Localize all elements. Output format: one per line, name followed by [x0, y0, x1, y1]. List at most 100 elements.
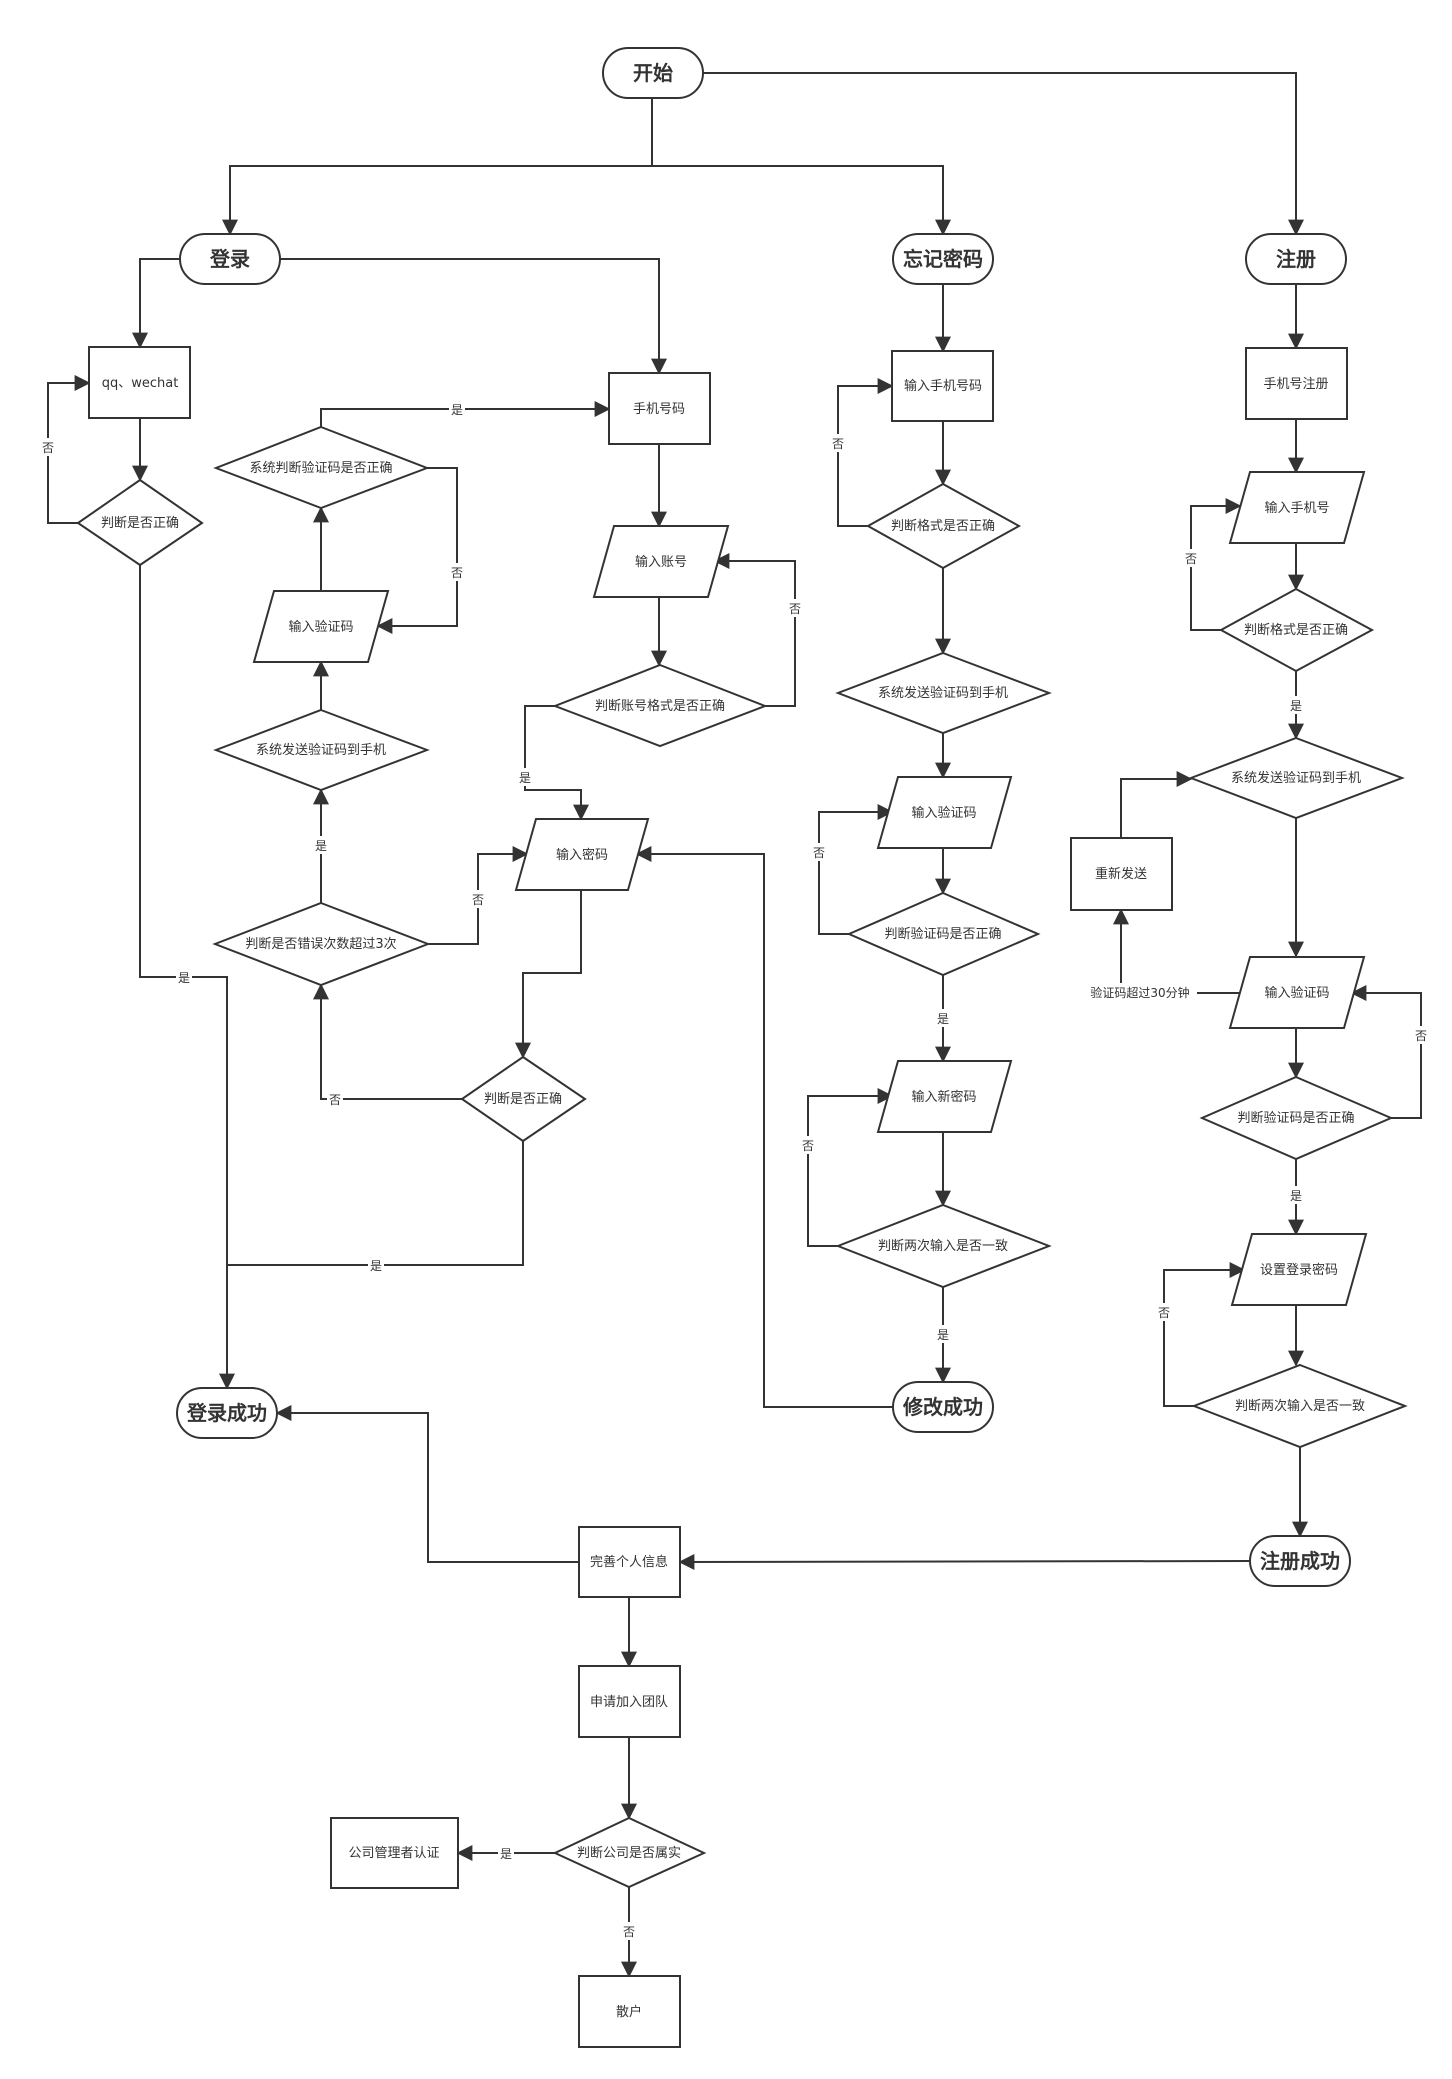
- node-judge-correct-qq: 判断是否正确: [76, 478, 204, 567]
- svg-text:修改成功: 修改成功: [902, 1395, 983, 1419]
- nodes: 开始 登录 忘记密码 注册 登录成功 修改成功 注册成功 qq、w: [76, 47, 1408, 2048]
- edge-judge-account-no: [713, 553, 796, 707]
- node-admin-verify: 公司管理者认证: [330, 1817, 459, 1889]
- node-apply-team: 申请加入团队: [578, 1665, 681, 1738]
- edge-rg-format-no: [1190, 498, 1242, 631]
- svg-text:申请加入团队: 申请加入团队: [590, 1695, 668, 1710]
- edge-sysjudge-yes: [320, 401, 611, 427]
- node-rg-judge-code: 判断验证码是否正确: [1199, 1075, 1394, 1161]
- label-yes-password: 是: [370, 1259, 382, 1273]
- svg-text:判断两次输入是否一致: 判断两次输入是否一致: [1235, 1398, 1365, 1414]
- node-sys-judge-code: 系统判断验证码是否正确: [213, 425, 430, 510]
- edge-judge-pwd-no: [313, 983, 462, 1100]
- svg-text:系统发送验证码到手机: 系统发送验证码到手机: [878, 685, 1008, 701]
- edge-fp-format-no: [837, 378, 894, 527]
- label-yes-rg-code: 是: [1290, 1189, 1302, 1203]
- node-rg-send-code: 系统发送验证码到手机: [1188, 736, 1405, 820]
- label-yes-rg-format: 是: [1290, 699, 1302, 713]
- node-judge-err-count: 判断是否错误次数超过3次: [212, 901, 431, 987]
- svg-text:判断账号格式是否正确: 判断账号格式是否正确: [595, 698, 725, 714]
- node-complete-info: 完善个人信息: [578, 1526, 681, 1598]
- label-no-fp-code: 否: [813, 846, 825, 860]
- label-no-account: 否: [789, 602, 801, 616]
- svg-text:输入密码: 输入密码: [556, 847, 608, 863]
- node-phone-number: 手机号码: [608, 372, 711, 445]
- svg-text:登录: 登录: [209, 247, 250, 271]
- node-start: 开始: [602, 47, 704, 99]
- svg-text:完善个人信息: 完善个人信息: [590, 1554, 668, 1570]
- label-no-company: 否: [623, 1925, 635, 1939]
- node-login-send-code: 系统发送验证码到手机: [213, 708, 430, 792]
- node-judge-password: 判断是否正确: [460, 1055, 587, 1143]
- svg-text:手机号码: 手机号码: [633, 402, 685, 417]
- node-input-password: 输入密码: [514, 818, 650, 891]
- svg-text:输入验证码: 输入验证码: [288, 619, 353, 635]
- node-fp-input-code: 输入验证码: [876, 776, 1013, 849]
- label-timeout: 验证码超过30分钟: [1090, 985, 1189, 1000]
- label-no-qq: 否: [42, 441, 54, 455]
- label-no-sysjudge: 否: [451, 566, 463, 580]
- svg-text:判断格式是否正确: 判断格式是否正确: [1244, 622, 1348, 638]
- svg-text:判断验证码是否正确: 判断验证码是否正确: [884, 926, 1001, 942]
- edge-rg-success-to-info: [678, 1553, 1251, 1570]
- svg-text:设置登录密码: 设置登录密码: [1260, 1262, 1338, 1278]
- edge-rg-twice-no: [1163, 1262, 1246, 1407]
- svg-text:输入验证码: 输入验证码: [911, 805, 976, 821]
- svg-text:判断是否正确: 判断是否正确: [101, 516, 179, 531]
- label-no-fp-twice: 否: [802, 1139, 814, 1153]
- svg-text:qq、wechat: qq、wechat: [102, 376, 179, 391]
- node-forgot: 忘记密码: [892, 233, 994, 285]
- node-rg-input-code: 输入验证码: [1228, 956, 1366, 1029]
- node-qq-wechat: qq、wechat: [88, 346, 191, 419]
- label-no-rg-format: 否: [1185, 552, 1197, 566]
- node-input-account: 输入账号: [592, 525, 730, 598]
- node-rg-set-pwd: 设置登录密码: [1230, 1233, 1368, 1306]
- node-fp-judge-format: 判断格式是否正确: [865, 482, 1022, 570]
- node-fp-judge-code: 判断验证码是否正确: [846, 891, 1041, 977]
- node-register: 注册: [1245, 233, 1347, 285]
- node-rg-resend: 重新发送: [1070, 837, 1173, 911]
- label-no-errcount: 否: [472, 893, 484, 907]
- svg-text:系统发送验证码到手机: 系统发送验证码到手机: [1231, 770, 1361, 786]
- edges: [47, 72, 1422, 1978]
- svg-text:忘记密码: 忘记密码: [903, 247, 983, 271]
- node-rg-judge-twice: 判断两次输入是否一致: [1191, 1363, 1408, 1449]
- svg-text:判断公司是否属实: 判断公司是否属实: [577, 1846, 681, 1861]
- node-login: 登录: [179, 233, 281, 285]
- node-fp-input-new-pwd: 输入新密码: [876, 1060, 1013, 1133]
- svg-text:判断是否正确: 判断是否正确: [484, 1092, 562, 1107]
- node-fp-success: 修改成功: [892, 1381, 994, 1433]
- edge-login-to-phone: [280, 258, 667, 375]
- label-no-password: 否: [329, 1093, 341, 1107]
- node-fp-judge-twice: 判断两次输入是否一致: [835, 1203, 1052, 1289]
- svg-text:登录成功: 登录成功: [186, 1401, 267, 1425]
- node-rg-phone-register: 手机号注册: [1245, 347, 1348, 420]
- edge-branch-to-forgot: [652, 165, 951, 236]
- edge-fp-success-to-password: [635, 846, 893, 1408]
- edge-judge-pwd-yes: [227, 1141, 524, 1266]
- svg-text:判断两次输入是否一致: 判断两次输入是否一致: [878, 1238, 1008, 1254]
- node-rg-success: 注册成功: [1249, 1535, 1351, 1587]
- node-individual: 散户: [578, 1975, 681, 2048]
- edge-info-to-login-success: [275, 1405, 579, 1563]
- node-judge-company: 判断公司是否属实: [552, 1816, 707, 1889]
- node-login-input-code: 输入验证码: [252, 590, 390, 663]
- svg-text:判断验证码是否正确: 判断验证码是否正确: [1237, 1110, 1354, 1126]
- node-rg-input-phone: 输入手机号: [1228, 471, 1366, 544]
- label-yes-sysjudge: 是: [451, 403, 463, 417]
- svg-text:散户: 散户: [616, 2004, 642, 2020]
- label-yes-fp-twice: 是: [937, 1328, 949, 1342]
- label-no-rg-twice: 否: [1158, 1306, 1170, 1320]
- svg-text:输入手机号码: 输入手机号码: [904, 378, 982, 394]
- label-yes-account: 是: [519, 771, 531, 785]
- node-judge-account-format: 判断账号格式是否正确: [552, 663, 768, 748]
- edge-judge-account-yes: [524, 705, 589, 821]
- svg-text:注册成功: 注册成功: [1260, 1549, 1340, 1573]
- svg-text:系统发送验证码到手机: 系统发送验证码到手机: [256, 742, 386, 758]
- label-yes-errcount: 是: [315, 839, 327, 853]
- edge-rg-code-timeout: [1113, 908, 1240, 994]
- svg-text:输入新密码: 输入新密码: [911, 1089, 976, 1105]
- svg-text:重新发送: 重新发送: [1095, 866, 1147, 882]
- node-login-success: 登录成功: [176, 1387, 278, 1439]
